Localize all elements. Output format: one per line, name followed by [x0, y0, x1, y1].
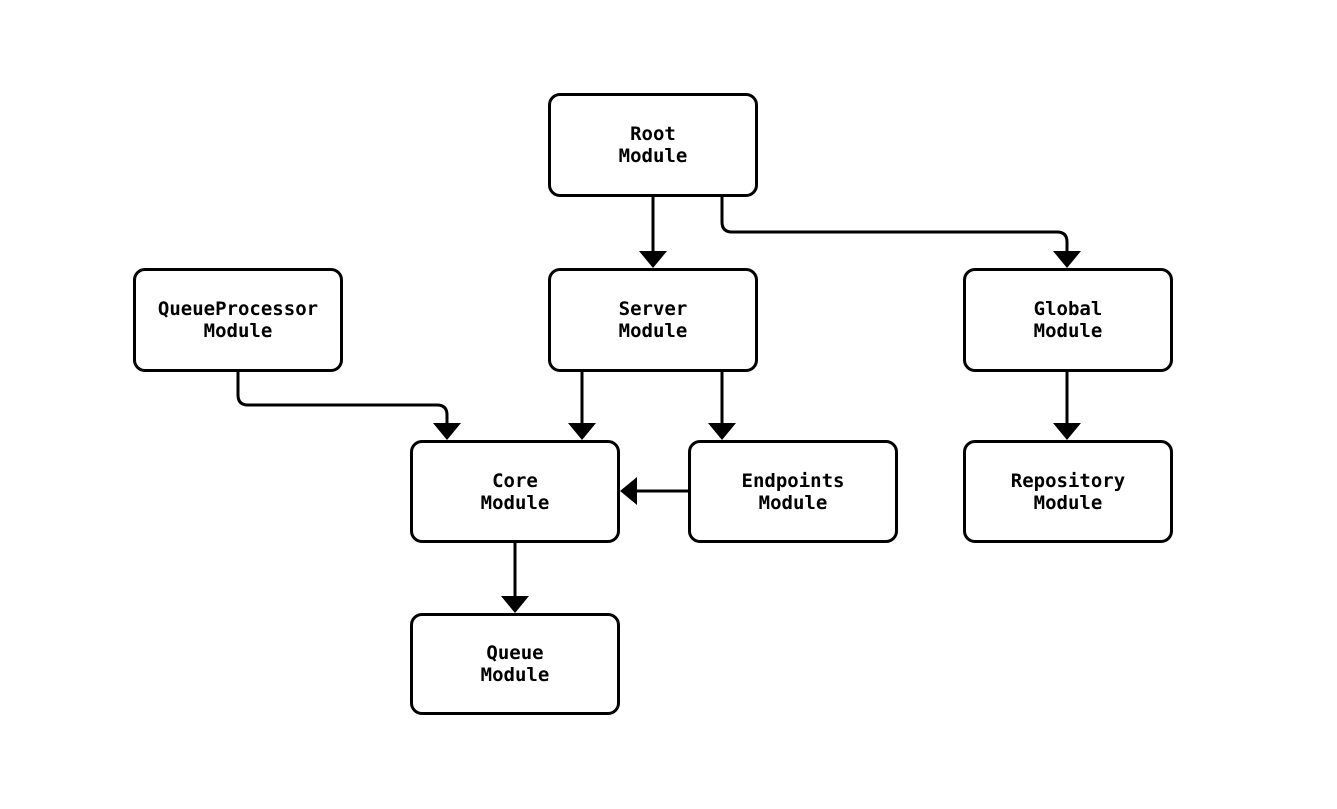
node-root-module: Root Module: [548, 93, 758, 197]
node-label-line: Root: [630, 123, 676, 145]
edge-server-to-endpoints: [708, 372, 736, 440]
node-label-line: Global: [1033, 298, 1103, 320]
node-endpoints-module: Endpoints Module: [688, 440, 898, 543]
arrowhead-down-icon: [433, 423, 461, 440]
edge-line: [236, 372, 449, 424]
arrowhead-down-icon: [568, 423, 596, 440]
arrowhead-down-icon: [501, 596, 529, 613]
node-global-module: Global Module: [963, 268, 1173, 372]
arrowhead-down-icon: [1053, 251, 1081, 268]
node-repository-module: Repository Module: [963, 440, 1173, 543]
node-label-line: Module: [618, 320, 688, 342]
edge-root-to-global: [720, 197, 1081, 268]
node-label-line: Endpoints: [741, 469, 845, 492]
node-label-line: Module: [1033, 320, 1103, 342]
node-label-line: Module: [480, 491, 550, 514]
node-label-line: Server: [618, 298, 688, 320]
node-label-line: Module: [1033, 491, 1103, 514]
node-core-module: Core Module: [410, 440, 620, 543]
edge-line: [720, 197, 1069, 252]
arrowhead-down-icon: [639, 251, 667, 268]
node-label-line: Queue: [486, 642, 544, 664]
node-queueprocessor-module: QueueProcessor Module: [133, 268, 343, 372]
arrowhead-left-icon: [620, 477, 637, 505]
node-label-line: Module: [758, 491, 828, 514]
arrowhead-down-icon: [708, 423, 736, 440]
node-label-line: Core: [492, 469, 538, 492]
edge-root-to-server: [639, 197, 667, 268]
node-label-line: Module: [480, 664, 550, 686]
edge-server-to-core: [568, 372, 596, 440]
node-server-module: Server Module: [548, 268, 758, 372]
edge-queueprocessor-to-core: [236, 372, 461, 440]
node-label-line: QueueProcessor: [157, 298, 319, 320]
node-queue-module: Queue Module: [410, 613, 620, 715]
node-label-line: Module: [203, 320, 273, 342]
arrowhead-down-icon: [1053, 423, 1081, 440]
edge-endpoints-to-core: [620, 477, 688, 505]
node-label-line: Repository: [1010, 469, 1126, 492]
edge-global-to-repository: [1053, 372, 1081, 440]
edge-core-to-queue: [501, 543, 529, 613]
node-label-line: Module: [618, 145, 688, 167]
